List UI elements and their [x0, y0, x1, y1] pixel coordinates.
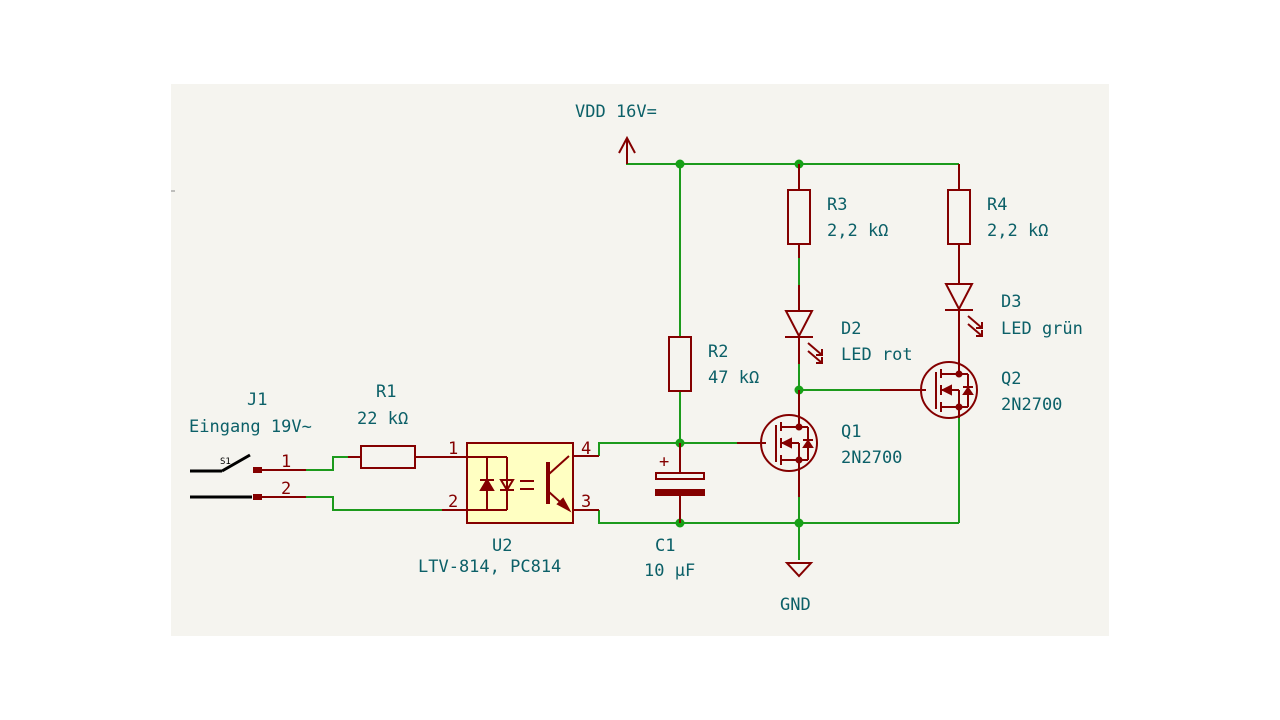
- connector-j1[interactable]: J1 Eingang 19V~ S1 1 2: [189, 390, 312, 500]
- u2-pin4-num: 4: [581, 439, 591, 459]
- q1-body-diode-icon: [802, 439, 814, 448]
- u2-ref: U2: [492, 536, 512, 556]
- u2-pin1-num: 1: [448, 439, 458, 459]
- gnd-icon: [784, 562, 814, 578]
- q1-value: 2N2700: [841, 448, 902, 468]
- q2-body-diode-icon: [962, 386, 974, 395]
- r2-body: [668, 336, 692, 392]
- d2-value: LED rot: [841, 345, 913, 365]
- j1-pin1-num: 1: [281, 452, 291, 472]
- u2-pin3-num: 3: [581, 492, 591, 512]
- gnd-symbol[interactable]: GND: [780, 562, 814, 615]
- d3-diode-icon: [944, 283, 974, 312]
- wire-j1-r1: [306, 456, 358, 471]
- u2-led-icon: [499, 479, 515, 492]
- c1-polarity: +: [659, 452, 669, 472]
- r1-ref: R1: [376, 382, 396, 402]
- c1-plate-positive: [655, 472, 705, 480]
- r3-ref: R3: [827, 195, 847, 215]
- q2-arrow-icon: [940, 384, 952, 396]
- q1-body: [760, 414, 818, 472]
- q1-arrow-icon: [780, 437, 792, 449]
- capacitor-c1[interactable]: + C1 10 µF: [644, 443, 705, 581]
- r4-value: 2,2 kΩ: [987, 221, 1048, 241]
- junction: [675, 159, 685, 169]
- resistor-r3[interactable]: R3 2,2 kΩ: [787, 164, 888, 258]
- wire-gnd-rail: [598, 510, 959, 524]
- j1-pin1-pad: [253, 467, 262, 473]
- led-d3[interactable]: D3 LED grün: [944, 283, 1083, 362]
- vdd-label: VDD 16V=: [575, 102, 657, 122]
- d3-emission-arrows-icon: [967, 315, 983, 337]
- d2-diode-icon: [784, 310, 814, 339]
- u2-pin2-num: 2: [448, 492, 458, 512]
- u2-emitter-arrow-icon: [556, 497, 572, 513]
- mosfet-q1[interactable]: Q1 2N2700: [737, 390, 902, 497]
- u2-transistor-collector: [548, 455, 570, 475]
- q2-value: 2N2700: [1001, 395, 1062, 415]
- r1-body: [360, 445, 416, 469]
- c1-plate-negative: [655, 489, 705, 496]
- resistor-r2[interactable]: R2 47 kΩ: [668, 336, 759, 392]
- resistor-r4[interactable]: R4 2,2 kΩ: [947, 164, 1048, 284]
- resistor-r1[interactable]: R1 22 kΩ: [348, 382, 428, 469]
- r1-value: 22 kΩ: [357, 409, 408, 429]
- vdd-arrow-icon: [618, 135, 636, 154]
- j1-ref: J1: [247, 390, 267, 410]
- u2-led-icon: [479, 478, 495, 491]
- r4-ref: R4: [987, 195, 1007, 215]
- optocoupler-u2[interactable]: 1 2 3 4 U2 LTV-814, PC814: [418, 439, 599, 577]
- junction: [794, 518, 804, 528]
- c1-ref: C1: [655, 536, 675, 556]
- vdd-symbol[interactable]: VDD 16V=: [575, 102, 657, 164]
- r3-body: [787, 189, 811, 245]
- wire-u2-pin4: [598, 442, 737, 456]
- j1-pin2-num: 2: [281, 479, 291, 499]
- r2-value: 47 kΩ: [708, 368, 759, 388]
- d3-ref: D3: [1001, 292, 1021, 312]
- schematic-sheet: [171, 84, 1109, 636]
- q2-body: [920, 361, 978, 419]
- mosfet-q2[interactable]: Q2 2N2700: [880, 361, 1062, 419]
- q2-ref: Q2: [1001, 369, 1021, 389]
- c1-value: 10 µF: [644, 561, 695, 581]
- r2-ref: R2: [708, 342, 728, 362]
- wire-j1-u2: [306, 496, 442, 511]
- r3-value: 2,2 kΩ: [827, 221, 888, 241]
- j1-pin2-pad: [253, 494, 262, 500]
- q1-source: [781, 459, 800, 497]
- switch-s1-blade: [221, 453, 251, 473]
- d3-value: LED grün: [1001, 319, 1083, 339]
- led-d2[interactable]: D2 LED rot: [784, 285, 913, 365]
- j1-value: Eingang 19V~: [189, 417, 312, 437]
- junctions: [675, 159, 804, 528]
- gnd-label: GND: [780, 595, 811, 615]
- r4-body: [947, 189, 971, 245]
- d2-ref: D2: [841, 319, 861, 339]
- u2-value: LTV-814, PC814: [418, 557, 561, 577]
- q1-ref: Q1: [841, 422, 861, 442]
- switch-s1-label: S1: [220, 457, 231, 467]
- d2-emission-arrows-icon: [807, 342, 823, 364]
